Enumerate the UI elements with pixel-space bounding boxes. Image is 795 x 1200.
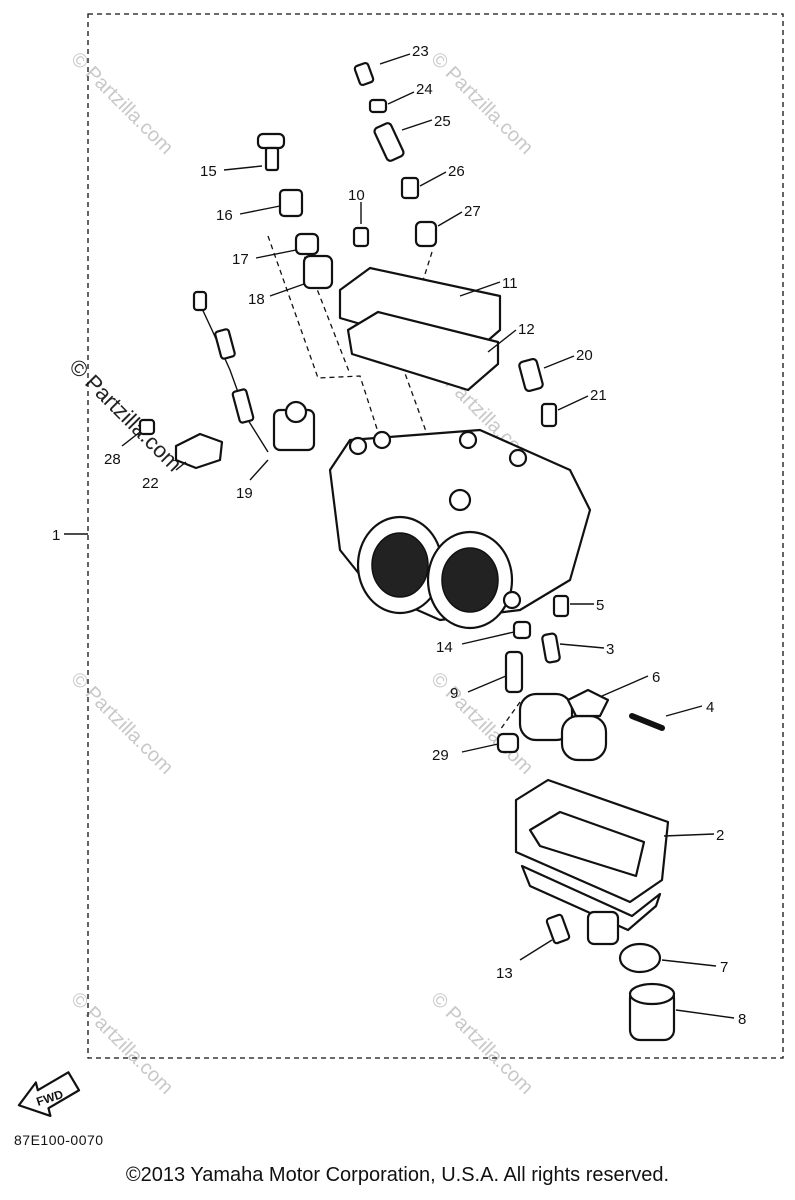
carburetor-body [328,428,592,630]
watermark-text: © Partzilla.com [426,48,537,159]
part-label-23: 23 [412,43,429,60]
part-label-29: 29 [432,747,449,764]
part-21-spring [540,395,589,428]
watermark-text: © Partzilla.com [66,48,177,159]
part-18-spring [269,254,334,297]
part-15-screw [223,132,286,172]
part-10-screw [352,202,370,248]
part-label-17: 17 [232,251,249,268]
assembly-border [87,13,784,1059]
part-label-5: 5 [596,597,604,614]
part-22-bracket [174,432,224,471]
watermark-text-dark: © Partzilla.com [64,354,187,477]
part-25-screw [373,119,433,162]
watermark-text: © Partzilla.com [66,668,177,779]
copyright-notice: ©2013 Yamaha Motor Corporation, U.S.A. A… [125,1164,670,1186]
part-label-10: 10 [348,187,365,204]
part-8-drain-plug [628,982,735,1042]
assembly-callout-1: 1 [52,527,88,544]
part-3-needle-valve [541,632,605,664]
part-4-pin [629,705,703,731]
part-27-cap [414,211,463,248]
part-label-9: 9 [450,685,458,702]
part-label-19: 19 [236,485,253,502]
part-24-nut [368,91,415,114]
part-label-20: 20 [576,347,593,364]
part-label-26: 26 [448,163,465,180]
part-16-spring [239,188,304,218]
part-label-11: 11 [502,275,518,292]
part-label-22: 22 [142,475,159,492]
part-29-ring [461,732,520,754]
part-label-2: 2 [716,827,724,844]
part-label-7: 7 [720,959,728,976]
part-label-27: 27 [464,203,481,220]
part-label-18: 18 [248,291,265,308]
part-label-16: 16 [216,207,233,224]
part-5-screw [552,594,594,618]
part-9-jet [467,650,524,694]
part-7-o-ring [618,942,717,974]
part-label-3: 3 [606,641,614,658]
part-label-24: 24 [416,81,433,98]
part-6-float [518,675,649,762]
part-label-25: 25 [434,113,451,130]
diagram-code: 87E100-0070 [14,1132,104,1148]
part-label-12: 12 [518,321,535,338]
fwd-arrow-icon: FWD [17,1071,81,1118]
part-23-bolt [353,53,411,87]
part-13-screw [519,913,571,961]
assembly-label: 1 [52,527,60,544]
part-label-14: 14 [436,639,453,656]
watermark-text: © Partzilla.com [66,988,177,1099]
part-26-spring [400,171,447,200]
part-17-nut [255,232,320,259]
part-19-sensor-harness [192,290,316,481]
part-label-28: 28 [104,451,121,468]
watermark-text: © Partzilla.com [426,988,537,1099]
part-number-labels: 23 24 25 26 27 10 15 16 17 18 11 12 20 2… [104,43,746,1028]
part-label-13: 13 [496,965,513,982]
part-28-screw [121,418,156,447]
part-14-jet [461,620,532,645]
part-12-gasket [346,310,517,392]
part-label-4: 4 [706,699,714,716]
part-label-21: 21 [590,387,607,404]
part-label-15: 15 [200,163,217,180]
part-20-screw [518,355,575,393]
part-2-float-bowl [514,778,715,946]
part-label-8: 8 [738,1011,746,1028]
part-label-6: 6 [652,669,660,686]
